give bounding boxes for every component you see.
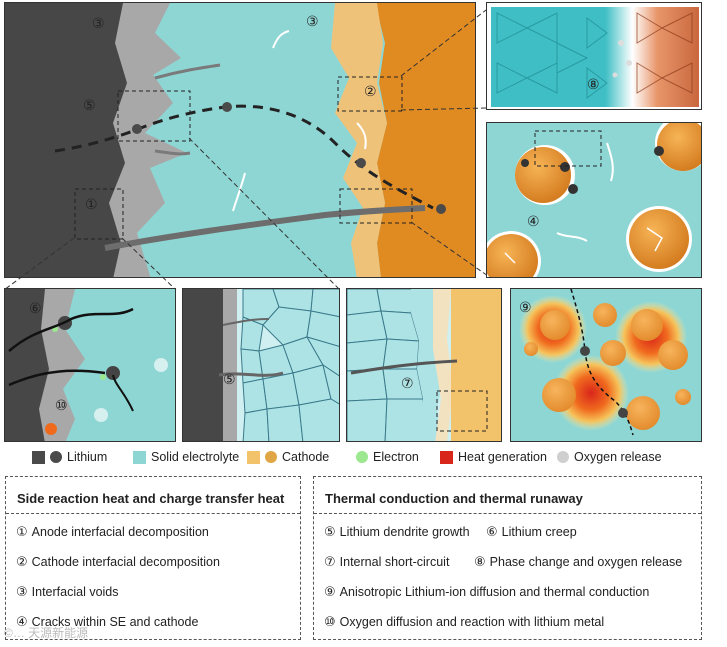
dendrite-growth-inset: ⑤ [182, 288, 340, 442]
cathode-particles-illustration [487, 123, 701, 277]
marker-8: ⑧ [587, 77, 600, 93]
legend: Lithium Solid electrolyte Cathode Electr… [0, 450, 727, 474]
legend-solid-electrolyte-label: Solid electrolyte [151, 450, 240, 464]
thermal-conduction-title: Thermal conduction and thermal runaway [325, 491, 583, 506]
heat-oxygen-illustration [519, 289, 691, 436]
oxygen-dot-icon [557, 451, 569, 463]
legend-electron-label: Electron [373, 450, 419, 464]
thermal-conduction-box: Thermal conduction and thermal runaway ⑤… [313, 476, 702, 640]
legend-oxygen-label: Oxygen release [574, 450, 662, 464]
lithium-swatch-icon [32, 450, 45, 464]
lithium-dot-icon [50, 451, 62, 463]
main-interface-illustration [5, 3, 475, 277]
legend-cathode: Cathode [247, 450, 329, 464]
legend-oxygen: Oxygen release [557, 450, 662, 464]
cathode-swatch-icon [247, 450, 260, 464]
cracks-inset: ④ [486, 122, 702, 278]
legend-electron: Electron [356, 450, 419, 464]
marker-3-right: ③ [306, 14, 319, 30]
main-interface-panel: ③ ③ ⑤ ② ① [4, 2, 476, 278]
short-circuit-inset: ⑦ [346, 288, 502, 442]
legend-heat-label: Heat generation [458, 450, 547, 464]
marker-9: ⑨ [519, 300, 532, 316]
marker-5-inset: ⑤ [223, 372, 236, 388]
marker-5: ⑤ [83, 98, 96, 114]
thermal-runaway-inset: ⑨ [510, 288, 702, 442]
dendrite-grain-illustration [183, 289, 339, 441]
legend-solid-electrolyte: Solid electrolyte [133, 450, 239, 464]
short-circuit-illustration [347, 289, 501, 441]
legend-lithium: Lithium [32, 450, 107, 464]
watermark: ©… 天源新能源 [4, 626, 89, 640]
side-reaction-divider [6, 513, 300, 514]
marker-10: ⑩ [55, 398, 68, 414]
side-reaction-title: Side reaction heat and charge transfer h… [17, 491, 285, 506]
electrolyte-swatch-icon [133, 450, 146, 464]
marker-3-left: ③ [92, 16, 105, 32]
marker-6: ⑥ [29, 301, 42, 317]
cathode-dot-icon [265, 451, 277, 463]
marker-1: ① [85, 197, 98, 213]
side-reaction-box: Side reaction heat and charge transfer h… [5, 476, 301, 640]
legend-heat: Heat generation [440, 450, 547, 464]
lithium-creep-illustration [5, 289, 168, 441]
heat-swatch-icon [440, 450, 453, 464]
marker-7: ⑦ [401, 376, 414, 392]
crystal-structure-illustration [491, 7, 699, 107]
legend-lithium-label: Lithium [67, 450, 108, 464]
thermal-conduction-divider [314, 513, 701, 514]
legend-cathode-label: Cathode [282, 450, 330, 464]
marker-2: ② [364, 84, 377, 100]
lithium-creep-inset: ⑥ ⑩ [4, 288, 176, 442]
marker-4: ④ [527, 214, 540, 230]
electron-dot-icon [356, 451, 368, 463]
phase-change-inset: ⑧ [486, 2, 702, 110]
